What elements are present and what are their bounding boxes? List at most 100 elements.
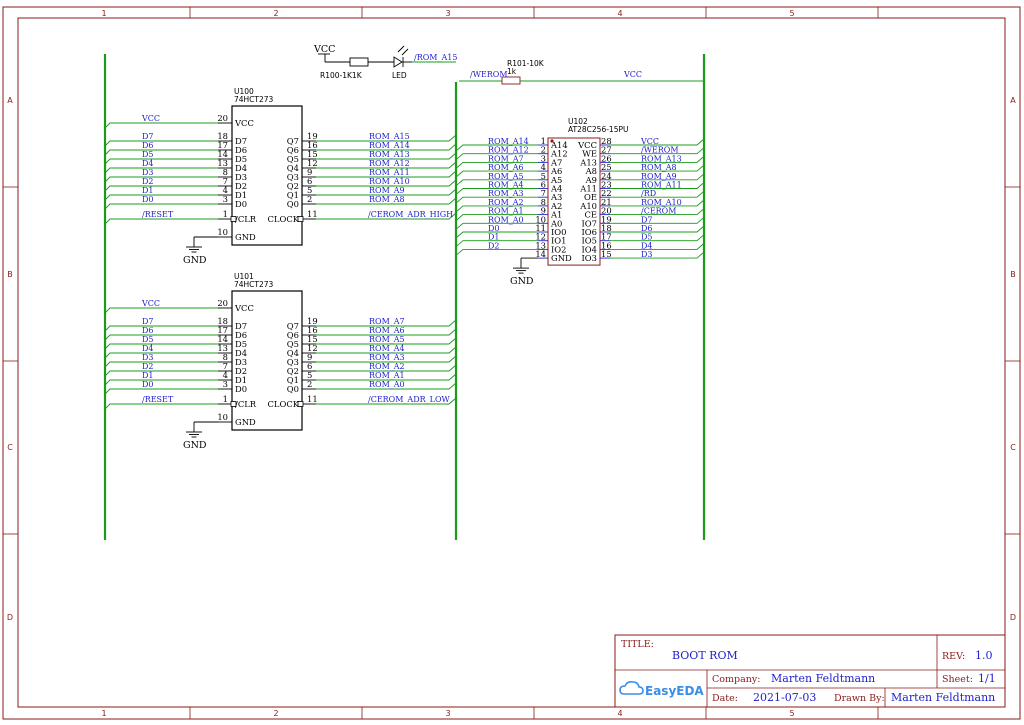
u100-pin-name: Q1 [287,190,299,200]
u100-pin-name: D4 [235,163,247,173]
u102-net-label: /RD [641,189,656,198]
col-label: 1 [101,9,106,18]
u102-pin-number: 12 [535,232,546,242]
u100-pin-name: GND [235,232,256,242]
u100-pin-name: /CLR [235,214,257,224]
u100-clk-wire [316,212,457,220]
u102-pin-name: A11 [579,184,597,194]
u101-out-wire [316,364,457,372]
u102-pin-number: 6 [541,180,546,190]
u100-net-label: D6 [142,141,154,150]
u102-pin-number: 15 [601,249,612,259]
company-label: Company: [712,674,760,685]
u101-pin-number: 17 [217,325,228,335]
u101-pin-number: 13 [217,343,228,353]
u101-pin-number: 1 [223,394,228,404]
u100-part: 74HCT273 [234,95,274,104]
u100-pin-name: Q3 [287,172,299,182]
u102-pin-name: CE [584,210,597,220]
we-circuit: R101-10K 1k /WEROM VCC [459,59,704,85]
u100-pin-name: Q7 [287,136,299,146]
led-label: LED [392,71,407,80]
u101-net-label: D1 [142,371,154,380]
u102-pin-name: A6 [550,166,562,176]
u102-net-wire [610,190,705,198]
u102-net-label: ROM_A4 [488,181,524,190]
u102-net-wire [610,225,705,233]
u102-pin-name: A4 [550,184,562,194]
drawn-by-label: Drawn By: [834,693,885,704]
gnd-label: GND [183,255,207,266]
u100-out-net: ROM_A11 [369,168,410,177]
u101-pin-name: D0 [235,384,247,394]
u102-net-label: D0 [488,224,500,233]
u100-out-wire [316,170,457,178]
u102-net-wire [610,164,705,172]
u102-net-label: VCC [640,137,659,146]
u101-pin-name: D2 [235,366,247,376]
u100-pin-number: 17 [217,140,228,150]
u101-out-wire [316,319,457,327]
u100-net-wire [104,218,218,225]
u102-pin-number: 17 [601,232,612,242]
u101-part: 74HCT273 [234,280,274,289]
u102-pin-name: IO0 [551,227,567,237]
u102-pin-name: IO6 [581,227,597,237]
sheet-label: Sheet: [942,674,973,685]
col-label: 4 [617,709,622,718]
u102-net-label: ROM_A2 [488,198,524,207]
u100-out-wire [316,161,457,169]
u102-net-wire [610,173,705,181]
u100-pin-name: Q2 [287,181,299,191]
row-label: D [7,613,13,622]
u102-net-label: /WEROM [641,146,679,155]
u102-pin-number: 28 [601,136,612,146]
gnd-label: GND [510,276,534,287]
u100-pin-number: 4 [223,185,228,195]
row-label: C [1010,443,1016,452]
u101-pin-name: Q5 [287,339,299,349]
u100-pin-number: 1 [223,209,228,219]
u101-pin-name: Q4 [287,348,299,358]
u100-pin-name: D2 [235,181,247,191]
u102-pin-number: 10 [535,214,546,224]
u101-pin-number: 2 [307,379,312,389]
u100-clk-net: /CEROM_ADR_HIGH [368,210,453,219]
u101-clk-wire [316,397,457,405]
u102-net-wire [455,240,538,248]
u102-net-wire [455,196,538,204]
col-label: 3 [445,9,450,18]
u101-net-label: VCC [141,299,160,308]
u101-pin-name: D1 [235,375,247,385]
inverted-pin-icon [230,401,237,407]
u101-pin-name: D3 [235,357,247,367]
u100-pin-number: 12 [307,158,318,168]
gnd-label: GND [183,440,207,451]
u102-pin-number: 2 [541,145,546,155]
inverted-pin-icon [297,216,304,222]
u100-out-net: ROM_A12 [369,159,410,168]
u100-pin-number: 6 [307,176,312,186]
u101-out-wire [316,355,457,363]
u101-pin-name: Q0 [287,384,299,394]
u101-pin-number: 7 [223,361,228,371]
u100-net-label: D2 [142,177,154,186]
u101-out-wire [316,337,457,345]
u102-net-wire [455,170,538,178]
u102-pin-name: A10 [579,201,597,211]
u101-pin-name: GND [235,417,256,427]
u102-net-wire [455,188,538,195]
u102-net-wire [455,153,538,161]
u101-pin-name: CLOCK [267,399,299,409]
u101-pin-number: 6 [307,361,312,371]
u100-out-wire [316,134,457,142]
u101-pin-name: Q3 [287,357,299,367]
date-label: Date: [712,693,738,704]
u102-pin-number: 20 [601,206,612,216]
u101-pin-name: D5 [235,339,247,349]
sheet-value: 1/1 [978,672,996,685]
u102-net-wire [455,248,538,256]
u101-pin-name: /CLR [235,399,257,409]
u100-pin-number: 14 [217,149,228,159]
